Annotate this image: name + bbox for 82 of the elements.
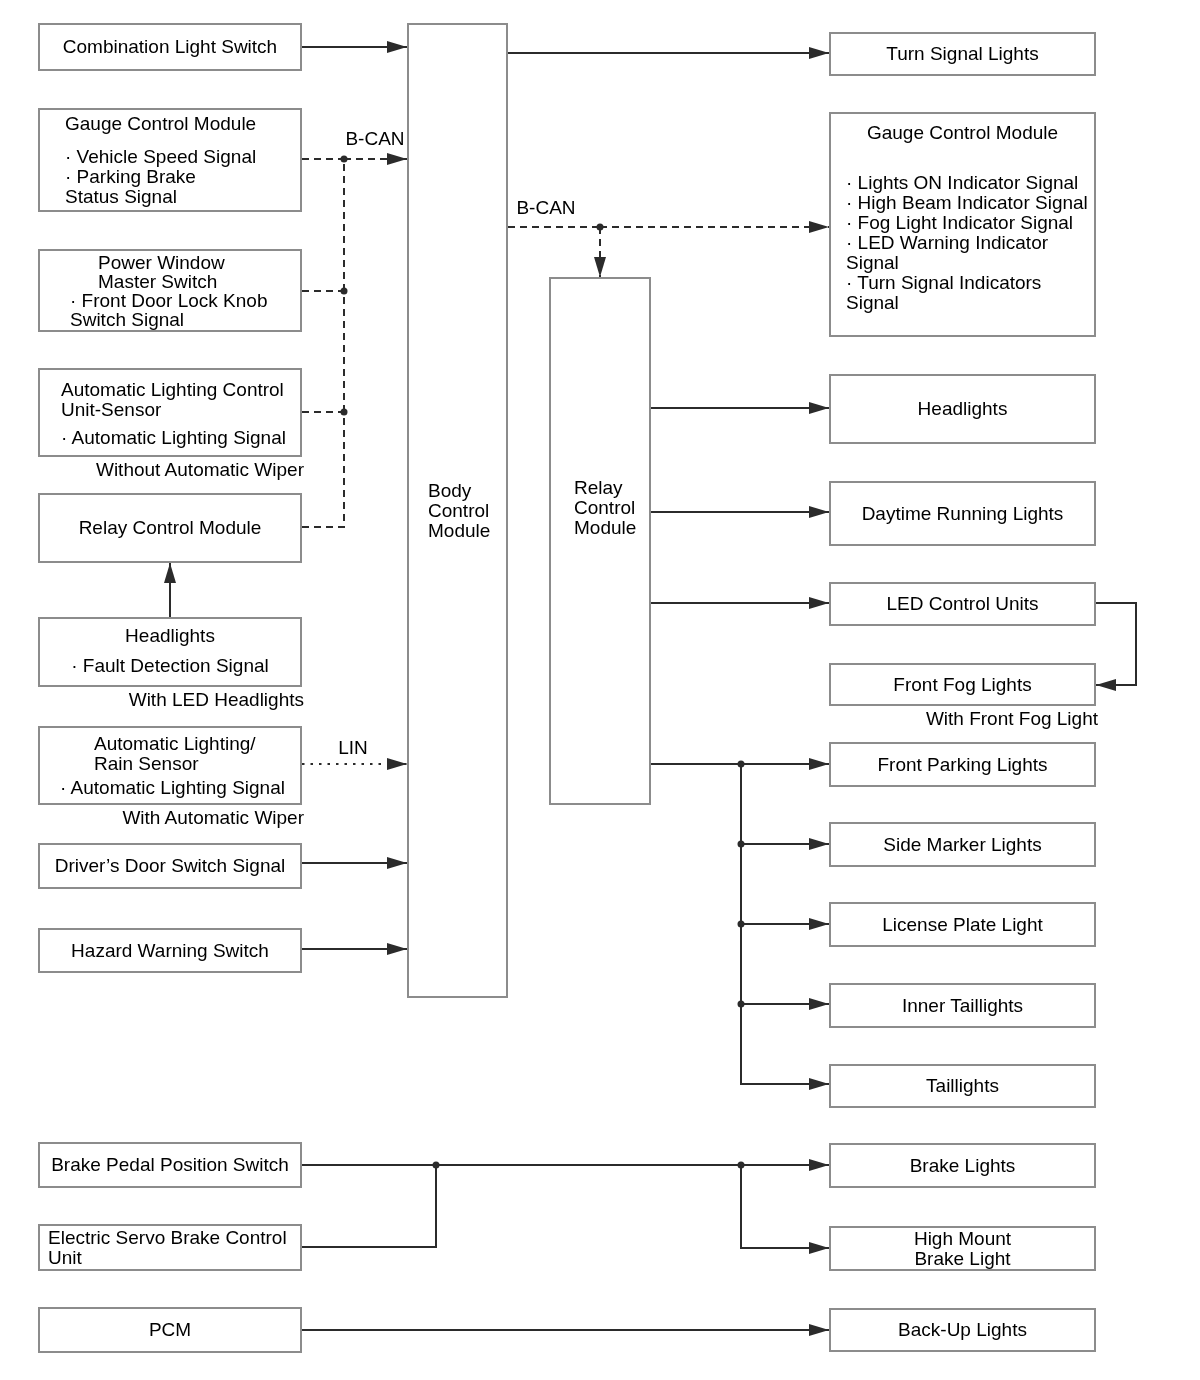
component-box: [829, 112, 1096, 337]
component-box: [829, 1143, 1096, 1188]
component-box: [38, 1142, 302, 1188]
component-box: [829, 32, 1096, 76]
component-box: [38, 493, 302, 563]
component-label: Side Marker Lights: [883, 834, 1042, 855]
component-box: [38, 726, 302, 805]
component-box: [829, 663, 1096, 706]
component-title: Automatic Lighting/ Rain Sensor: [94, 734, 257, 774]
component-box: [829, 1226, 1096, 1271]
component-title: Automatic Lighting Control Unit-Sensor: [61, 380, 285, 420]
component-label: PCM: [148, 1320, 192, 1340]
signal-text: · LED Warning Indicator Signal: [846, 233, 1049, 273]
signal-text: · Fault Detection Signal: [71, 656, 269, 676]
component-box: [829, 481, 1096, 546]
component-title: Gauge Control Module: [866, 123, 1059, 143]
arrow: [301, 857, 408, 869]
condition-note: With Automatic Wiper: [122, 808, 304, 828]
arrow: [301, 943, 408, 955]
component-label: Relay Control Module: [574, 478, 638, 538]
signal-text: · Turn Signal Indicators Signal: [846, 273, 1043, 313]
component-label: Inner Taillights: [901, 995, 1024, 1016]
component-box: [38, 617, 302, 687]
dashed-arrow: [301, 758, 408, 770]
component-label: Combination Light Switch: [62, 37, 278, 57]
component-box: [829, 1308, 1096, 1352]
component-box: [38, 1224, 302, 1271]
arrow: [301, 1324, 830, 1336]
arrow: [1095, 602, 1137, 691]
component-title: Headlights: [125, 626, 215, 646]
component-box: [829, 742, 1096, 787]
signal-text: · Fog Light Indicator Signal: [846, 213, 1074, 233]
component-box: [38, 843, 302, 889]
component-label: Back-Up Lights: [898, 1320, 1027, 1340]
component-title: Power Window Master Switch: [98, 253, 226, 291]
component-box: [829, 983, 1096, 1028]
condition-note: With Front Fog Light: [925, 709, 1098, 729]
component-box: [549, 277, 651, 805]
signal-text: · Automatic Lighting Signal: [61, 428, 287, 448]
signal-text: · Vehicle Speed Signal: [65, 147, 258, 167]
component-label: Electric Servo Brake Control Unit: [48, 1227, 288, 1268]
condition-note: With LED Headlights: [128, 690, 304, 710]
component-box: [38, 249, 302, 332]
component-label: Front Fog Lights: [893, 674, 1032, 695]
component-label: License Plate Light: [882, 914, 1043, 935]
arrow: [650, 402, 830, 414]
component-label: Brake Pedal Position Switch: [51, 1155, 289, 1175]
component-box: [829, 374, 1096, 444]
arrow: [650, 597, 830, 609]
component-label: Headlights: [917, 399, 1008, 419]
component-box: [407, 23, 508, 998]
component-label: Body Control Module: [428, 480, 492, 541]
component-label: Turn Signal Lights: [886, 44, 1039, 64]
condition-note: Without Automatic Wiper: [95, 460, 304, 480]
signal-text: · Parking Brake Status Signal: [65, 167, 196, 207]
component-label: Taillights: [926, 1076, 999, 1096]
component-box: [829, 1064, 1096, 1108]
arrow: [507, 47, 830, 59]
arrow: [650, 506, 830, 518]
component-label: Relay Control Module: [78, 518, 262, 538]
component-box: [38, 928, 302, 973]
signal-text: · Automatic Lighting Signal: [60, 778, 286, 798]
signal-text: · Lights ON Indicator Signal: [846, 173, 1080, 193]
component-label: Front Parking Lights: [877, 754, 1048, 775]
component-label: LED Control Units: [886, 594, 1039, 614]
component-box: [38, 23, 302, 71]
component-box: [829, 902, 1096, 947]
component-label: Brake Lights: [909, 1155, 1016, 1176]
component-label: Hazard Warning Switch: [71, 940, 269, 961]
component-box: [38, 368, 302, 457]
component-label: High Mount Brake Light: [912, 1228, 1013, 1269]
component-box: [829, 822, 1096, 867]
component-label: Daytime Running Lights: [861, 503, 1064, 524]
component-box: [829, 582, 1096, 626]
component-box: [38, 108, 302, 212]
component-box: [38, 1307, 302, 1353]
component-title: Gauge Control Module: [65, 114, 258, 134]
component-label: Driver’s Door Switch Signal: [54, 856, 286, 876]
arrow: [164, 562, 176, 618]
signal-text: · Front Door Lock Knob Switch Signal: [70, 291, 269, 329]
signal-text: · High Beam Indicator Signal: [846, 193, 1089, 213]
arrow: [301, 41, 408, 53]
